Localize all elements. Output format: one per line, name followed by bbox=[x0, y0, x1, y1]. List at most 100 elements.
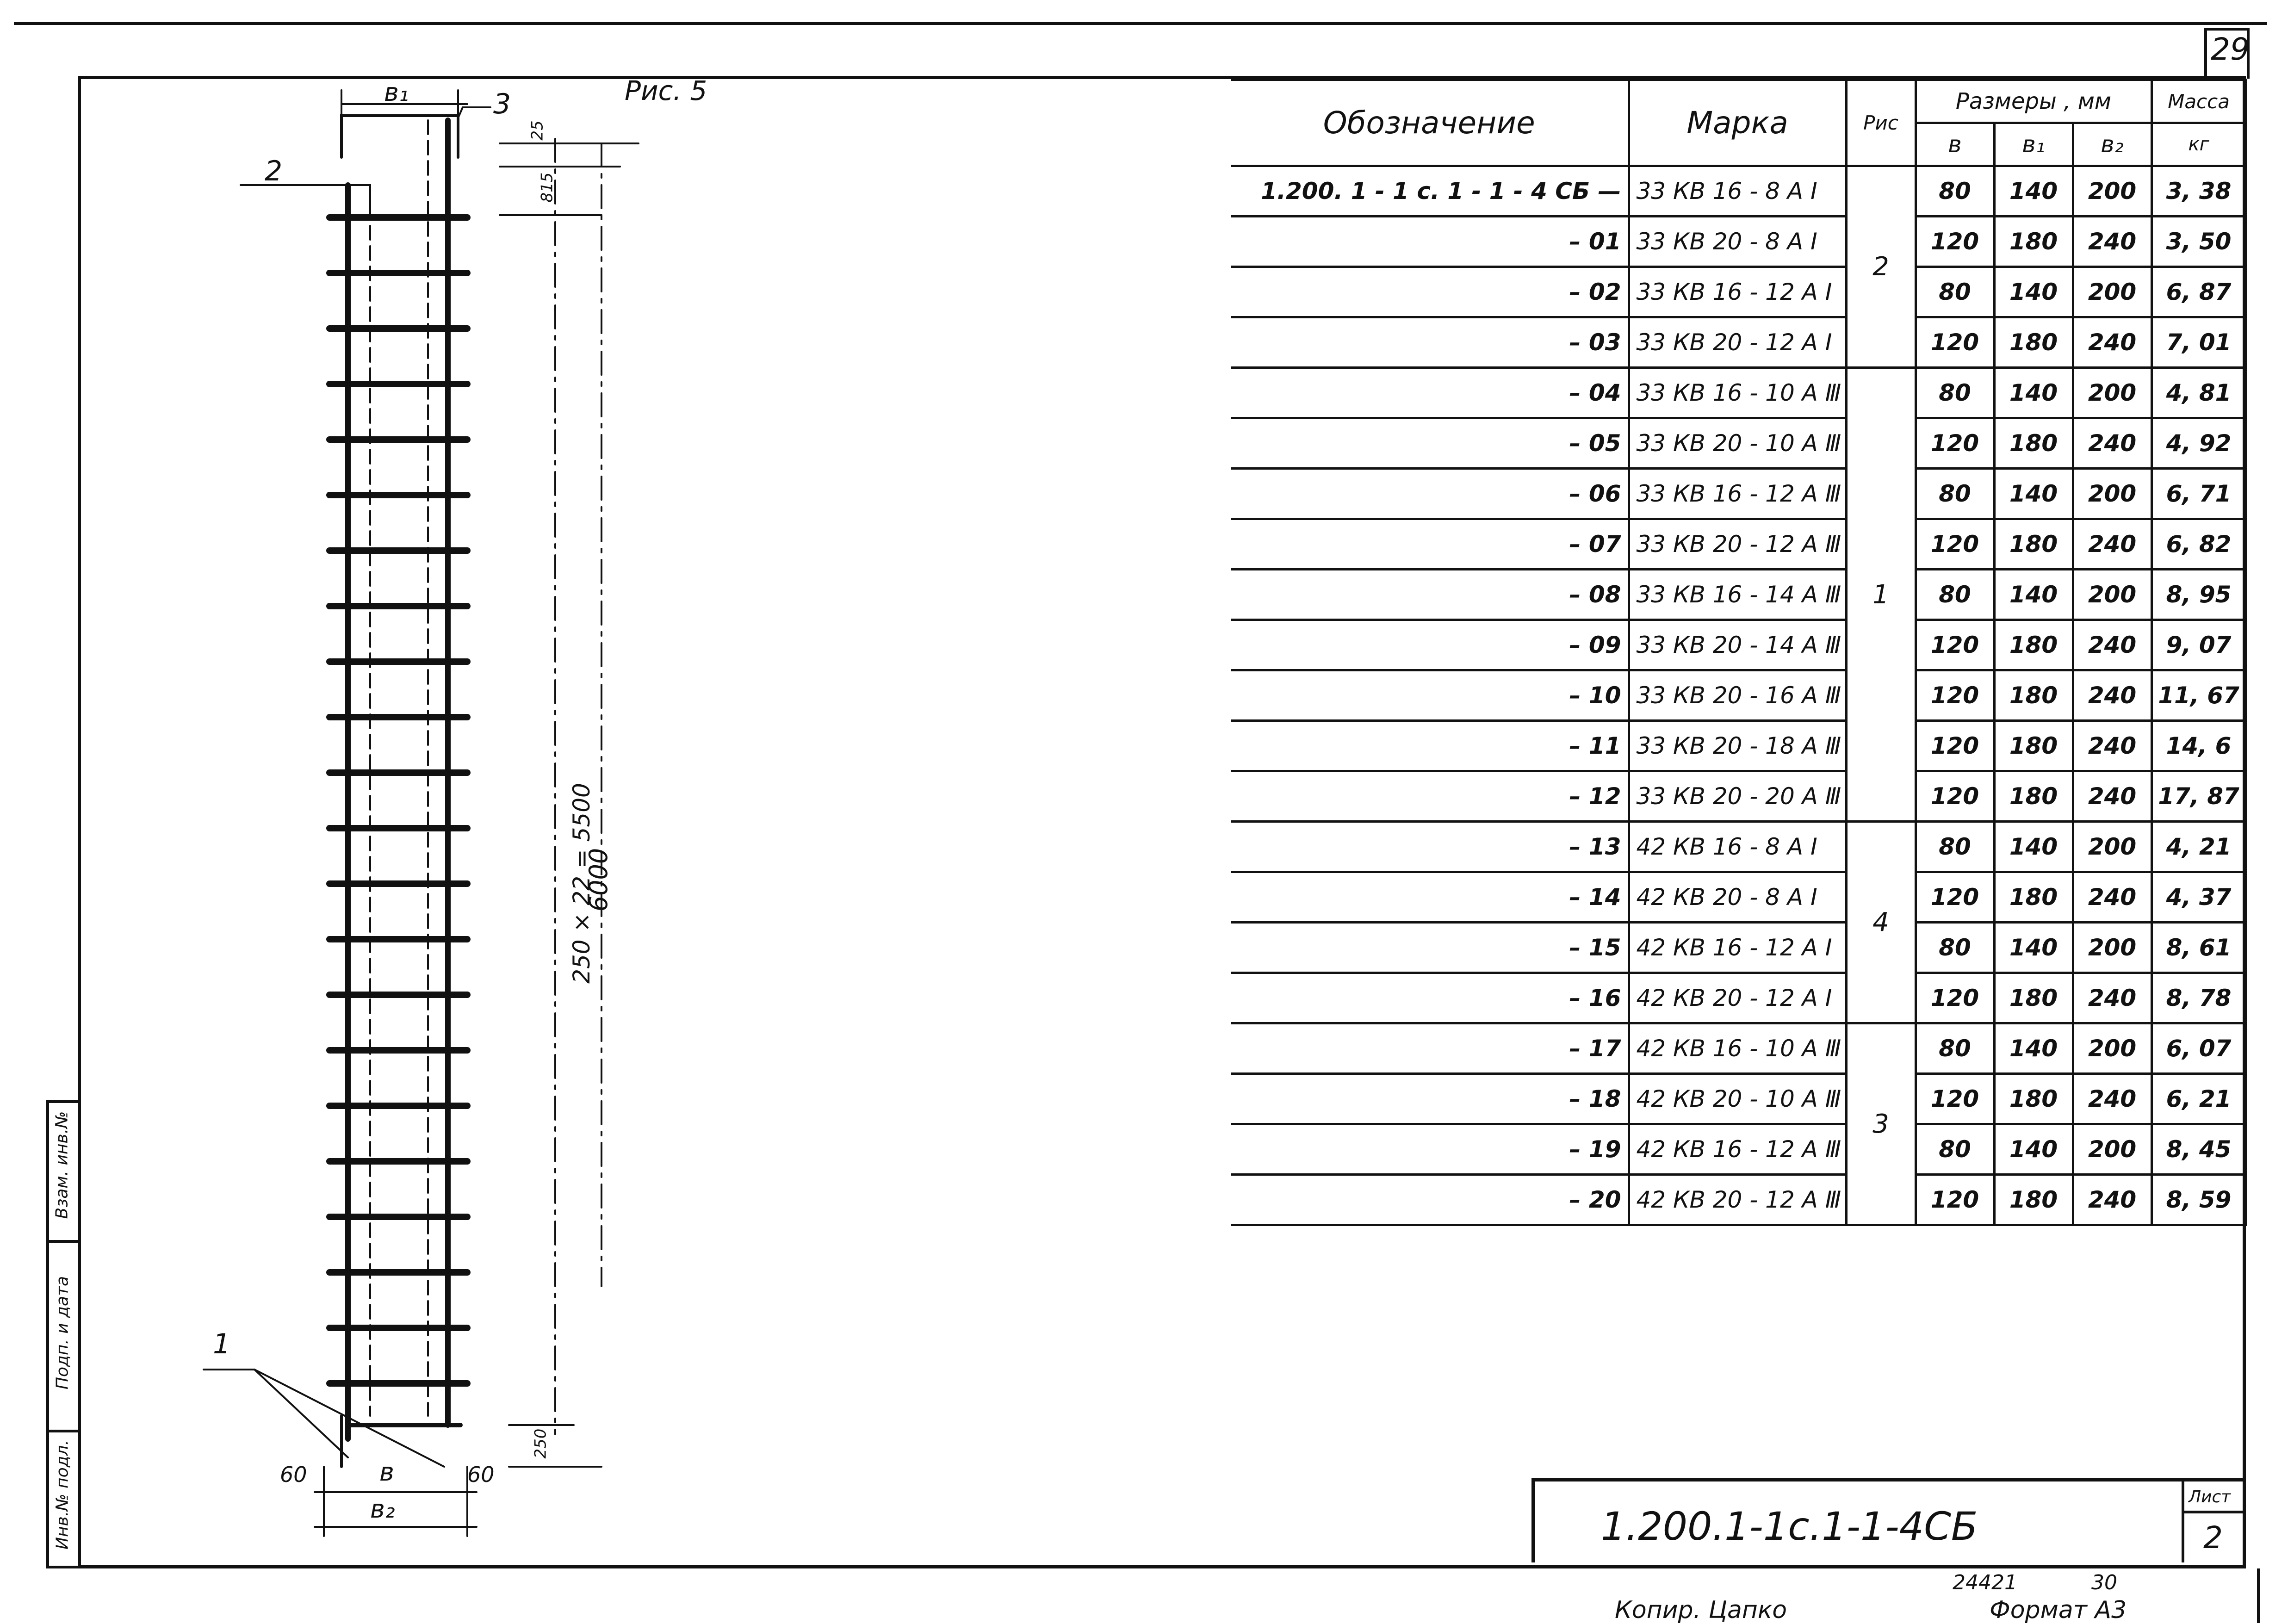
cell-b1: 180 bbox=[1993, 1072, 2074, 1125]
cell-b2: 200 bbox=[2071, 467, 2153, 520]
table-subheader-row: в в₁ в₂ кг bbox=[1231, 122, 2247, 167]
cell-b2: 240 bbox=[2071, 316, 2153, 369]
header-b: в bbox=[1914, 122, 1996, 167]
cell-b2: 200 bbox=[2071, 820, 2153, 873]
cell-b1: 180 bbox=[1993, 1173, 2074, 1226]
cell-b: 80 bbox=[1914, 266, 1996, 318]
cell-b2: 240 bbox=[2071, 417, 2153, 470]
header-mass: Масса bbox=[2150, 79, 2247, 124]
reinforcement-cage-drawing bbox=[203, 89, 639, 1537]
cell-mark: 33 КВ 20 - 12 А Ⅲ bbox=[1627, 518, 1848, 570]
cell-figure: 4 bbox=[1845, 820, 1917, 1024]
cell-mark: 42 КВ 20 - 12 А Ⅲ bbox=[1627, 1173, 1848, 1226]
cell-mass: 4, 81 bbox=[2150, 366, 2247, 419]
cell-mark: 33 КВ 16 - 10 А Ⅲ bbox=[1627, 366, 1848, 419]
dim-b: в bbox=[379, 1457, 394, 1487]
cell-b2: 200 bbox=[2071, 1022, 2153, 1075]
cell-designation: – 14 bbox=[1231, 871, 1630, 924]
cell-b: 120 bbox=[1914, 316, 1996, 369]
dim-bottom-250: 250 bbox=[531, 1428, 550, 1459]
cell-mass: 6, 21 bbox=[2150, 1072, 2247, 1125]
figure-title: Рис. 5 bbox=[625, 75, 707, 106]
cell-b: 120 bbox=[1914, 518, 1996, 570]
cell-designation: – 19 bbox=[1231, 1123, 1630, 1176]
cell-b: 120 bbox=[1914, 669, 1996, 722]
cell-mark: 33 КВ 20 - 10 А Ⅲ bbox=[1627, 417, 1848, 470]
cell-b1: 140 bbox=[1993, 165, 2074, 217]
cell-designation: 1.200. 1 - 1 с. 1 - 1 - 4 СБ — bbox=[1231, 165, 1630, 217]
cell-mark: 33 КВ 20 - 16 А Ⅲ bbox=[1627, 669, 1848, 722]
archive-number: 24421 bbox=[1953, 1571, 2017, 1594]
cell-mass: 4, 92 bbox=[2150, 417, 2247, 470]
cell-mark: 33 КВ 20 - 12 А Ⅰ bbox=[1627, 316, 1848, 369]
cell-b2: 200 bbox=[2071, 366, 2153, 419]
left-stamp bbox=[46, 1100, 78, 1568]
cell-b1: 180 bbox=[1993, 215, 2074, 268]
stamp-divider bbox=[46, 1430, 78, 1432]
cell-figure: 1 bbox=[1845, 366, 1917, 823]
cell-b1: 180 bbox=[1993, 316, 2074, 369]
cell-mass: 11, 67 bbox=[2150, 669, 2247, 722]
sheet-label: Лист bbox=[2189, 1488, 2231, 1506]
cell-b: 80 bbox=[1914, 820, 1996, 873]
page-number-box bbox=[2204, 28, 2250, 79]
cell-designation: – 05 bbox=[1231, 417, 1630, 470]
cell-designation: – 08 bbox=[1231, 568, 1630, 621]
header-dimensions: Размеры , мм bbox=[1914, 79, 2153, 124]
cell-mass: 8, 59 bbox=[2150, 1173, 2247, 1226]
cell-designation: – 17 bbox=[1231, 1022, 1630, 1075]
cell-designation: – 10 bbox=[1231, 669, 1630, 722]
cell-b1: 140 bbox=[1993, 568, 2074, 621]
cell-designation: – 09 bbox=[1231, 619, 1630, 671]
cell-mark: 42 КВ 20 - 8 А Ⅰ bbox=[1627, 871, 1848, 924]
cell-mass: 6, 71 bbox=[2150, 467, 2247, 520]
cell-mass: 6, 82 bbox=[2150, 518, 2247, 570]
cell-designation: – 20 bbox=[1231, 1173, 1630, 1226]
specification-table: Обозначение Марка Рис Размеры , мм Масса… bbox=[1231, 79, 2247, 1226]
cell-mark: 42 КВ 20 - 10 А Ⅲ bbox=[1627, 1072, 1848, 1125]
cell-designation: – 12 bbox=[1231, 770, 1630, 823]
sheet-number: 2 bbox=[2203, 1520, 2223, 1556]
copied-by: Копир. Цапко bbox=[1615, 1596, 1787, 1624]
cell-b1: 140 bbox=[1993, 921, 2074, 974]
cell-designation: – 07 bbox=[1231, 518, 1630, 570]
cell-mass: 7, 01 bbox=[2150, 316, 2247, 369]
dim-right-60: 60 bbox=[467, 1462, 495, 1487]
cell-b2: 240 bbox=[2071, 972, 2153, 1024]
cell-b2: 240 bbox=[2071, 770, 2153, 823]
dim-b2: в₂ bbox=[370, 1494, 395, 1524]
dim-b1: в₁ bbox=[384, 78, 409, 107]
header-designation: Обозначение bbox=[1231, 79, 1630, 167]
cell-b: 120 bbox=[1914, 417, 1996, 470]
cell-b: 120 bbox=[1914, 215, 1996, 268]
cell-b1: 180 bbox=[1993, 719, 2074, 772]
cell-designation: – 13 bbox=[1231, 820, 1630, 873]
cell-b2: 240 bbox=[2071, 1072, 2153, 1125]
cell-figure: 3 bbox=[1845, 1022, 1917, 1226]
cell-figure: 2 bbox=[1845, 165, 1917, 369]
cell-b: 80 bbox=[1914, 1022, 1996, 1075]
cell-designation: – 18 bbox=[1231, 1072, 1630, 1125]
cell-b1: 140 bbox=[1993, 1123, 2074, 1176]
cell-b1: 180 bbox=[1993, 417, 2074, 470]
cell-designation: – 11 bbox=[1231, 719, 1630, 772]
cell-b1: 140 bbox=[1993, 266, 2074, 318]
cell-designation: – 04 bbox=[1231, 366, 1630, 419]
cell-b2: 200 bbox=[2071, 165, 2153, 217]
title-block: 1.200.1-1с.1-1-4СБ Лист 2 bbox=[1531, 1478, 2246, 1562]
cell-b2: 200 bbox=[2071, 266, 2153, 318]
cell-mark: 42 КВ 16 - 12 А Ⅰ bbox=[1627, 921, 1848, 974]
cell-b2: 240 bbox=[2071, 669, 2153, 722]
cell-mark: 42 КВ 16 - 8 А Ⅰ bbox=[1627, 820, 1848, 873]
cell-mass: 9, 07 bbox=[2150, 619, 2247, 671]
cell-b2: 240 bbox=[2071, 619, 2153, 671]
